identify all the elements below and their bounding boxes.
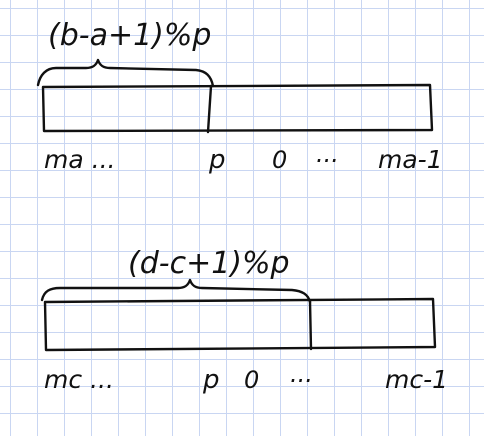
brace-label-1: (b-a+1)%p	[48, 18, 211, 53]
diagram-mc: (d-c+1)%p mc ... p 0 ... mc-1	[40, 246, 448, 395]
array-box-1	[41, 83, 434, 133]
label-zero-1: 0	[272, 146, 287, 174]
brace-1	[36, 58, 215, 88]
split-line-2	[308, 299, 313, 351]
label-dots-1: ...	[316, 140, 339, 168]
label-ma-start: ma ...	[44, 145, 115, 174]
label-mc-end: mc-1	[385, 365, 448, 394]
label-mc-start: mc ...	[44, 365, 114, 394]
brace-2	[40, 278, 312, 304]
brace-label-2: (d-c+1)%p	[128, 246, 290, 281]
label-p-2: p	[202, 365, 220, 395]
diagram-ma: (b-a+1)%p ma ... p 0 ... ma-1	[36, 18, 443, 175]
label-zero-2: 0	[244, 366, 259, 394]
array-box-2	[43, 297, 437, 352]
label-dots-2: ...	[290, 360, 313, 388]
split-line-1	[206, 84, 213, 134]
label-p-1: p	[208, 145, 226, 175]
label-ma-end: ma-1	[378, 145, 443, 174]
